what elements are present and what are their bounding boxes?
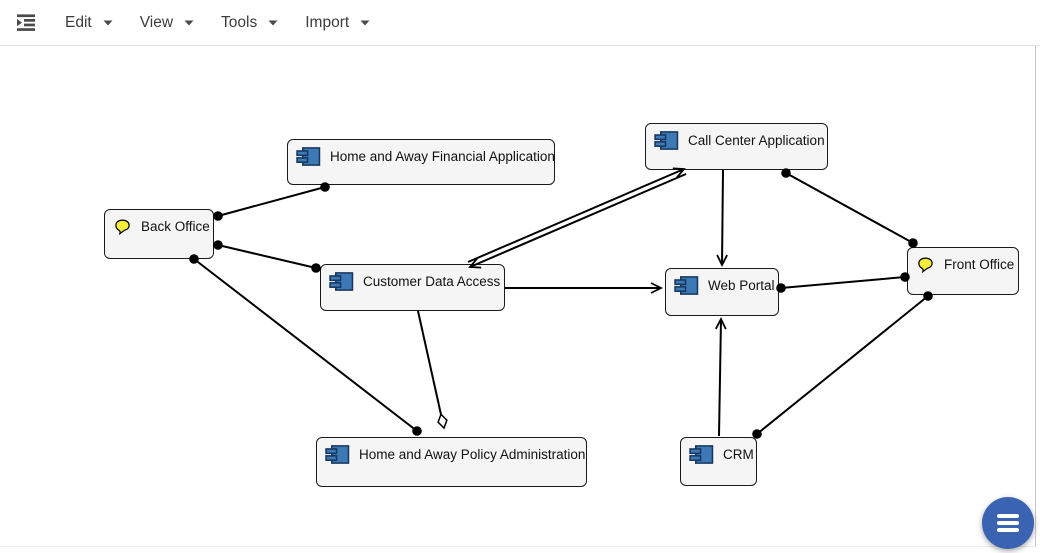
chevron-down-icon: [184, 20, 194, 26]
chevron-down-icon: [268, 20, 278, 26]
node-label: Home and Away Financial Application: [330, 149, 555, 164]
menu-edit[interactable]: Edit: [55, 8, 123, 38]
speech-balloon-icon: [113, 218, 132, 235]
menu-view[interactable]: View: [130, 8, 204, 38]
menu-label: Edit: [65, 13, 92, 31]
component-icon: [654, 130, 679, 151]
node-label: Front Office: [944, 257, 1015, 272]
node-label: CRM: [723, 447, 754, 462]
node-label: Customer Data Access: [363, 274, 501, 289]
component-icon: [674, 275, 699, 296]
menu-import[interactable]: Import: [295, 8, 380, 38]
component-icon: [296, 146, 321, 167]
node-back-office[interactable]: Back Office: [104, 209, 214, 259]
menu-label: Tools: [221, 13, 258, 31]
hamburger-menu-icon: [997, 514, 1019, 518]
component-icon: [689, 444, 714, 465]
component-icon: [329, 271, 354, 292]
node-front-office[interactable]: Front Office: [907, 247, 1019, 295]
node-home-and-away-policy-administration[interactable]: Home and Away Policy Administration: [316, 437, 587, 487]
menu-tools[interactable]: Tools: [211, 8, 288, 38]
node-label: Web Portal: [708, 278, 775, 293]
menu-items: Edit View Tools Import: [55, 8, 387, 38]
fab-menu-button[interactable]: [982, 497, 1034, 549]
menu-label: View: [139, 13, 174, 31]
node-label: Home and Away Policy Administration: [359, 447, 586, 462]
node-label: Back Office: [141, 219, 210, 234]
node-label: Call Center Application: [688, 133, 825, 148]
component-icon: [325, 444, 350, 465]
chevron-down-icon: [360, 20, 370, 26]
node-call-center-application[interactable]: Call Center Application: [645, 123, 828, 170]
menu-label: Import: [305, 13, 350, 31]
node-customer-data-access[interactable]: Customer Data Access: [320, 264, 505, 311]
chevron-down-icon: [103, 20, 113, 26]
speech-balloon-icon: [916, 256, 935, 273]
format-indent-increase-icon[interactable]: [13, 10, 39, 36]
node-web-portal[interactable]: Web Portal: [665, 268, 779, 316]
node-home-and-away-financial-application[interactable]: Home and Away Financial Application: [287, 139, 555, 185]
node-crm[interactable]: CRM: [680, 437, 757, 486]
menu-bar: Edit View Tools Import: [0, 0, 1040, 46]
